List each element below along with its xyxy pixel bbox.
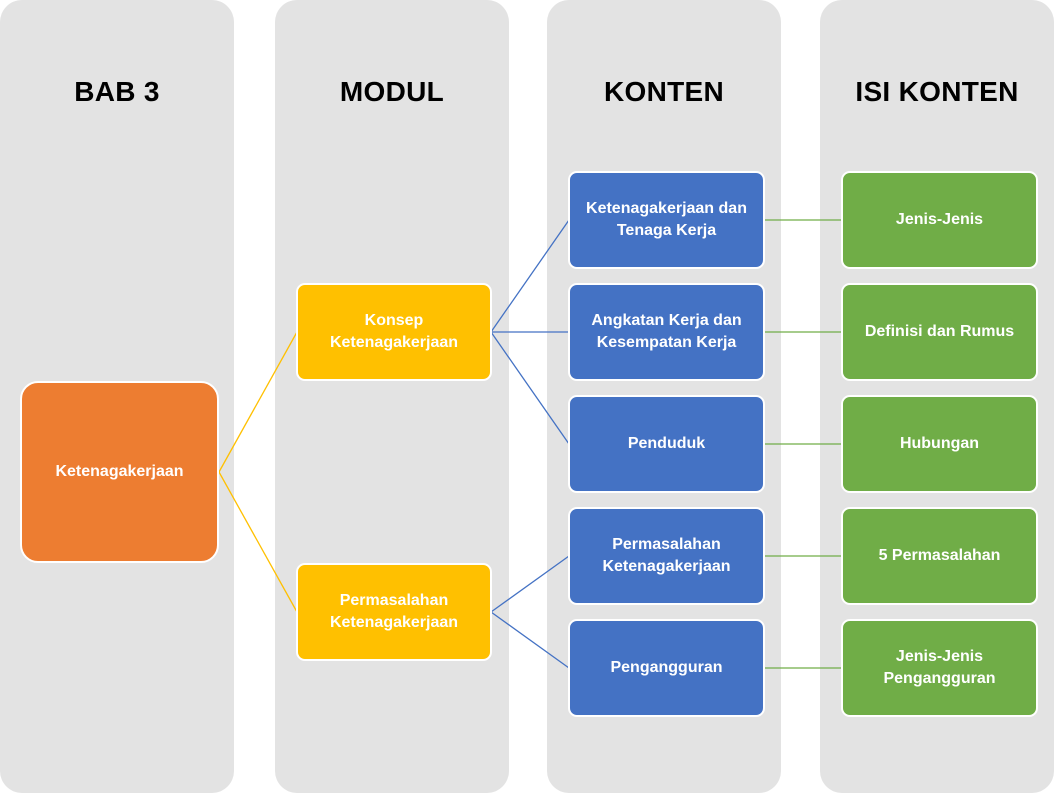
connector-modul2-konten5: [490, 611, 570, 669]
column-title-isi-konten: ISI KONTEN: [855, 76, 1019, 107]
node-modul-label: Konsep Ketenagakerjaan: [329, 312, 459, 351]
node-isi-label: Jenis-Jenis: [895, 211, 984, 228]
connector-bab-modul-2: [218, 471, 298, 613]
node-isi-jenis-pengangguran: Jenis-Jenis Pengangguran: [841, 619, 1038, 717]
node-konten-label: Ketenagakerjaan dan Tenaga Kerja: [586, 200, 747, 239]
node-konten-penduduk: Penduduk: [568, 395, 765, 493]
node-isi-label: Jenis-Jenis Pengangguran: [883, 648, 996, 687]
node-isi-5-permasalahan: 5 Permasalahan: [841, 507, 1038, 605]
node-konten-angkatan-kerja: Angkatan Kerja dan Kesempatan Kerja: [568, 283, 765, 381]
column-title-bab: BAB 3: [74, 76, 160, 107]
node-konten-label: Penduduk: [627, 435, 706, 452]
connector-modul1-konten3: [490, 331, 570, 445]
node-bab-label: Ketenagakerjaan: [55, 463, 184, 480]
node-isi-label: Hubungan: [899, 435, 980, 452]
node-isi-hubungan: Hubungan: [841, 395, 1038, 493]
node-modul-konsep: Konsep Ketenagakerjaan: [296, 283, 492, 381]
node-modul-permasalahan: Permasalahan Ketenagakerjaan: [296, 563, 492, 661]
node-isi-label: 5 Permasalahan: [878, 547, 1001, 564]
connector-bab-modul-1: [218, 331, 298, 473]
node-konten-ketenagakerjaan-tenaga-kerja: Ketenagakerjaan dan Tenaga Kerja: [568, 171, 765, 269]
node-isi-label: Definisi dan Rumus: [864, 323, 1015, 340]
connector-modul1-konten1: [490, 219, 570, 333]
node-isi-definisi-rumus: Definisi dan Rumus: [841, 283, 1038, 381]
connector-modul2-konten4: [490, 555, 570, 613]
node-modul-label: Permasalahan Ketenagakerjaan: [329, 592, 459, 631]
column-title-konten: KONTEN: [603, 76, 725, 107]
node-konten-label: Permasalahan Ketenagakerjaan: [602, 536, 731, 575]
node-konten-pengangguran: Pengangguran: [568, 619, 765, 717]
node-konten-label: Angkatan Kerja dan Kesempatan Kerja: [591, 312, 742, 351]
column-title-modul: MODUL: [339, 76, 445, 107]
node-konten-label: Pengangguran: [610, 659, 723, 676]
node-konten-permasalahan: Permasalahan Ketenagakerjaan: [568, 507, 765, 605]
node-isi-jenis-jenis: Jenis-Jenis: [841, 171, 1038, 269]
node-bab-ketenagakerjaan: Ketenagakerjaan: [20, 381, 219, 563]
